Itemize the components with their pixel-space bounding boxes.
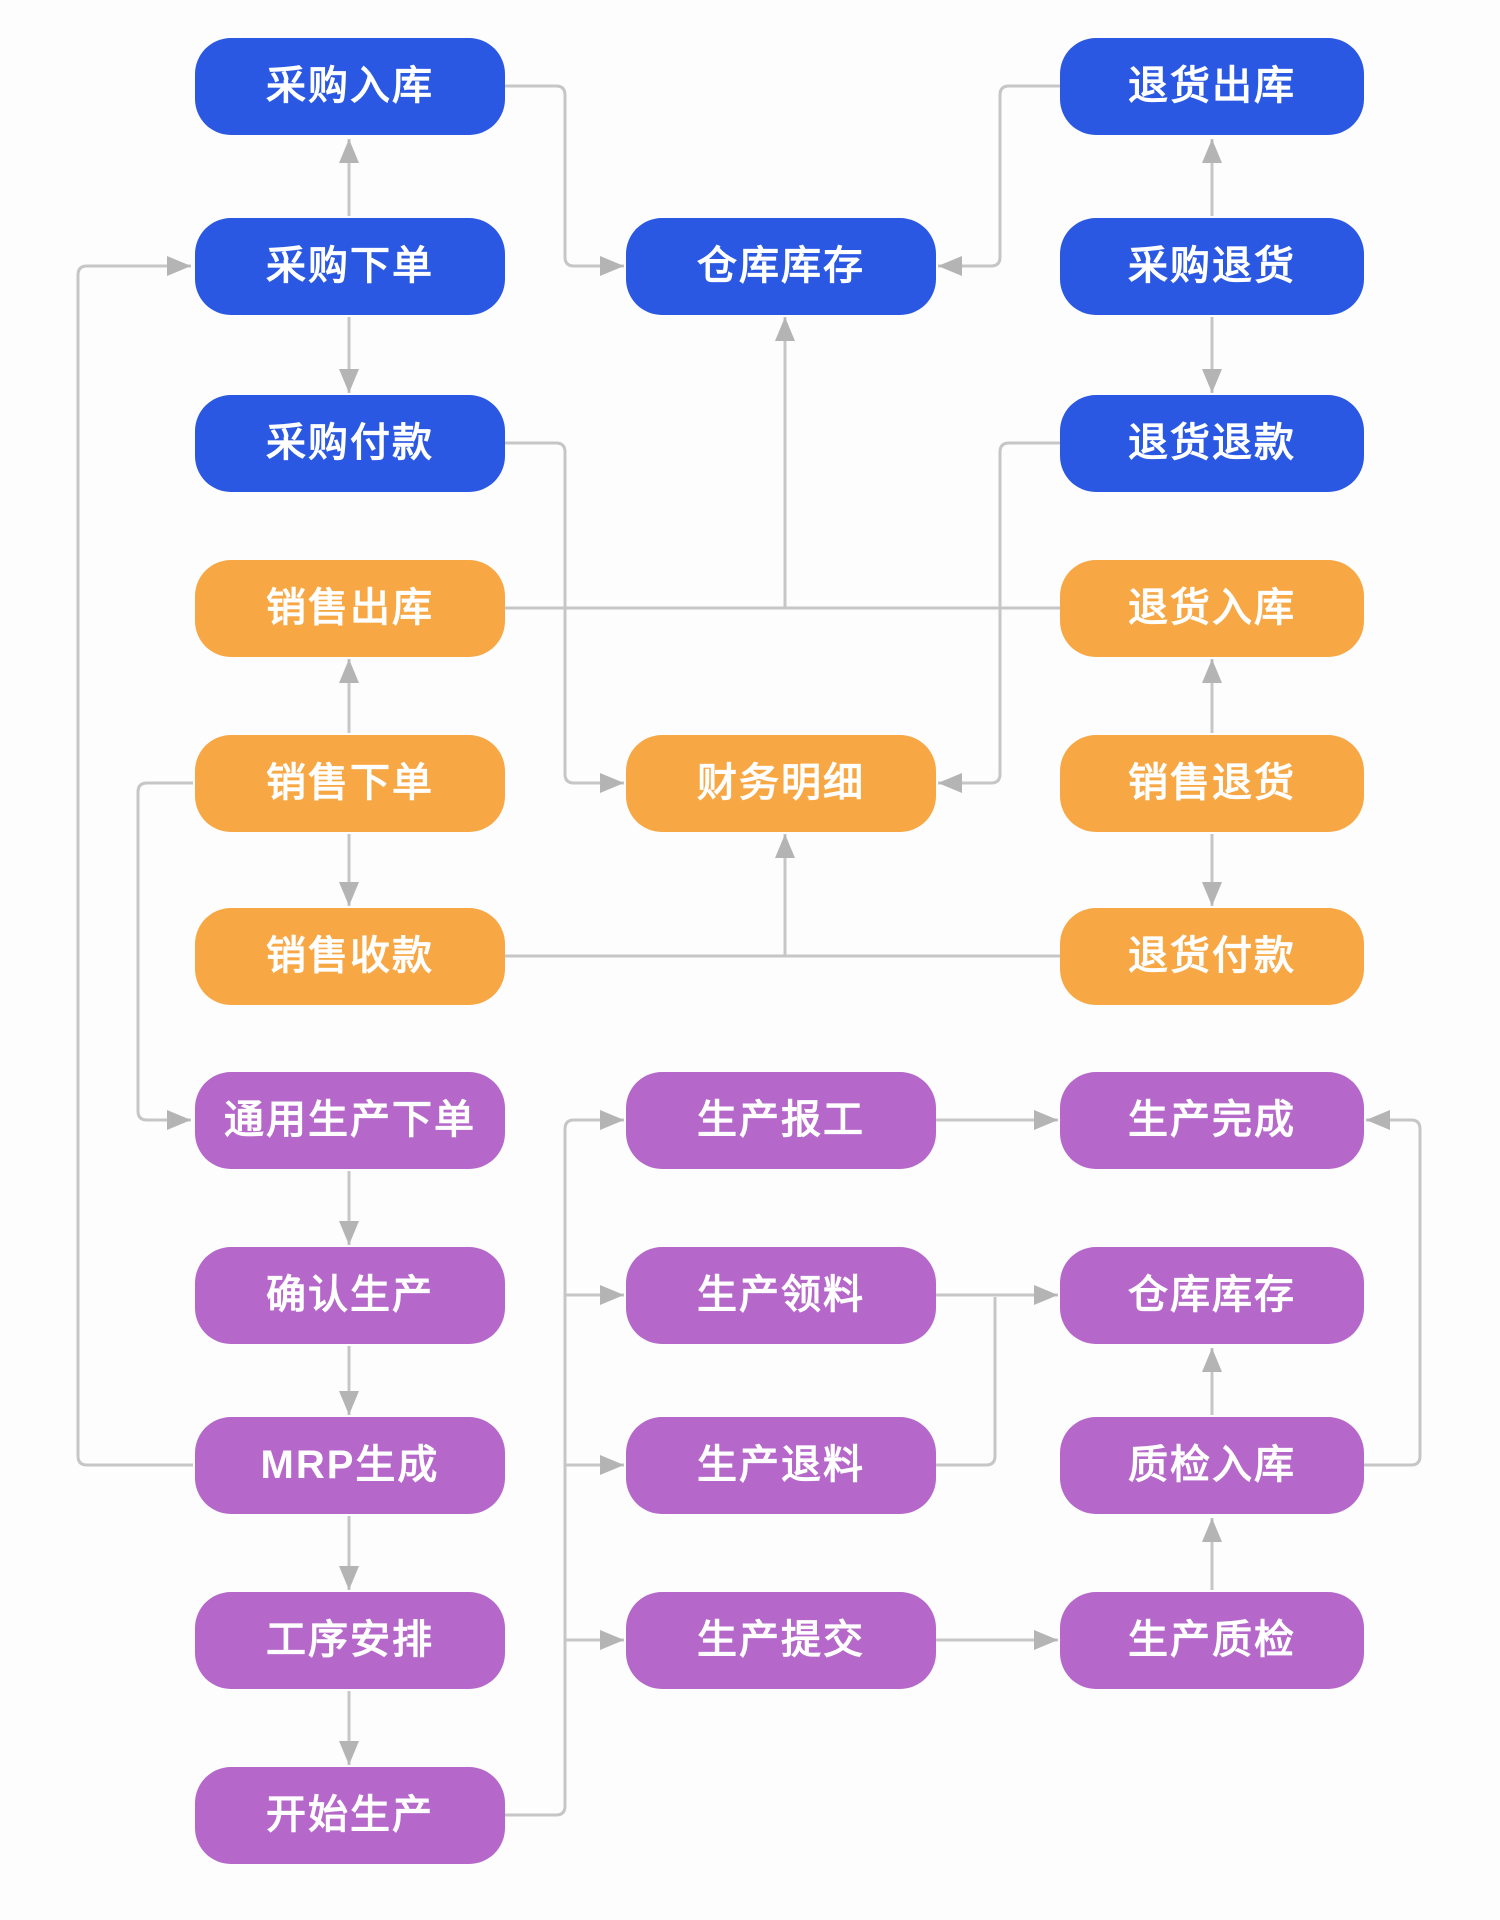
node-shengchan-wancheng: 生产完成 [1060,1072,1364,1169]
node-tuihuo-chuku: 退货出库 [1060,38,1364,135]
node-label-xiaoshou-tuihuo: 销售退货 [1128,760,1296,805]
edge-shengchan-tuiliao-cangku-kucun-2 [936,1297,997,1467]
node-tuihuo-fukuan: 退货付款 [1060,908,1364,1005]
edge-caigou-fukuan-caiwu-mingxi [505,441,624,793]
node-label-caigou-ruku: 采购入库 [266,63,434,108]
node-shengchan-zhijian: 生产质检 [1060,1592,1364,1689]
node-label-shengchan-wancheng: 生产完成 [1128,1097,1296,1142]
node-caiwu-mingxi: 财务明细 [626,735,936,832]
node-label-caiwu-mingxi: 财务明细 [697,760,865,805]
node-zhijian-ruku: 质检入库 [1060,1417,1364,1514]
node-gongxu-anpai: 工序安排 [195,1592,505,1689]
node-label-xiaoshou-shoukuan: 销售收款 [266,933,434,978]
node-label-cangku-kucun-2: 仓库库存 [1128,1272,1296,1317]
node-xiaoshou-tuihuo: 销售退货 [1060,735,1364,832]
node-label-queren-shengchan: 确认生产 [266,1272,434,1317]
node-label-tongyong-shengchan-xiadan: 通用生产下单 [224,1097,476,1142]
edge-zhijian-ruku-shengchan-wancheng [1364,1110,1422,1467]
node-label-cangku-kucun-1: 仓库库存 [697,243,865,288]
node-shengchan-tuiliao: 生产退料 [626,1417,936,1514]
node-label-shengchan-lingliao: 生产领料 [697,1272,865,1317]
node-tuihuo-tuikuan: 退货退款 [1060,395,1364,492]
node-caigou-tuihuo: 采购退货 [1060,218,1364,315]
node-label-caigou-tuihuo: 采购退货 [1128,243,1296,288]
node-label-shengchan-tuiliao: 生产退料 [697,1442,865,1487]
node-caigou-ruku: 采购入库 [195,38,505,135]
node-xiaoshou-xiadan: 销售下单 [195,735,505,832]
node-xiaoshou-shoukuan: 销售收款 [195,908,505,1005]
node-shengchan-baogong: 生产报工 [626,1072,936,1169]
node-label-tuihuo-tuikuan: 退货退款 [1128,420,1296,465]
edge-tuihuo-tuikuan-caiwu-mingxi [938,441,1060,793]
node-tuihuo-ruku: 退货入库 [1060,560,1364,657]
edge-kaishi-shengchan-shengchan-baogong [505,1110,624,1817]
node-label-tuihuo-fukuan: 退货付款 [1128,933,1296,978]
edge-mrp-shengcheng-caigou-xiadan [76,256,193,1467]
node-label-zhijian-ruku: 质检入库 [1128,1442,1296,1487]
node-xiaoshou-chuku: 销售出库 [195,560,505,657]
node-label-xiaoshou-xiadan: 销售下单 [266,760,434,805]
node-cangku-kucun-1: 仓库库存 [626,218,936,315]
node-caigou-fukuan: 采购付款 [195,395,505,492]
node-label-shengchan-baogong: 生产报工 [697,1097,865,1142]
node-mrp-shengcheng: MRP生成 [195,1417,505,1514]
node-tongyong-shengchan-xiadan: 通用生产下单 [195,1072,505,1169]
node-label-kaishi-shengchan: 开始生产 [266,1792,434,1837]
node-shengchan-tijiao: 生产提交 [626,1592,936,1689]
edge-caigou-ruku-cangku-kucun-1 [505,84,624,276]
node-label-xiaoshou-chuku: 销售出库 [266,585,434,630]
node-label-mrp-shengcheng: MRP生成 [260,1442,440,1487]
node-caigou-xiadan: 采购下单 [195,218,505,315]
edge-xiaoshou-xiadan-tongyong-shengchan-xiadan [136,781,193,1130]
node-label-shengchan-zhijian: 生产质检 [1128,1617,1296,1662]
node-shengchan-lingliao: 生产领料 [626,1247,936,1344]
node-label-caigou-fukuan: 采购付款 [266,420,434,465]
node-label-caigou-xiadan: 采购下单 [266,243,434,288]
node-queren-shengchan: 确认生产 [195,1247,505,1344]
node-label-gongxu-anpai: 工序安排 [266,1617,434,1662]
node-cangku-kucun-2: 仓库库存 [1060,1247,1364,1344]
edge-tuihuo-chuku-cangku-kucun-1 [938,84,1060,276]
node-kaishi-shengchan: 开始生产 [195,1767,505,1864]
node-label-shengchan-tijiao: 生产提交 [697,1617,865,1662]
node-label-tuihuo-chuku: 退货出库 [1128,63,1296,108]
node-label-tuihuo-ruku: 退货入库 [1128,585,1296,630]
